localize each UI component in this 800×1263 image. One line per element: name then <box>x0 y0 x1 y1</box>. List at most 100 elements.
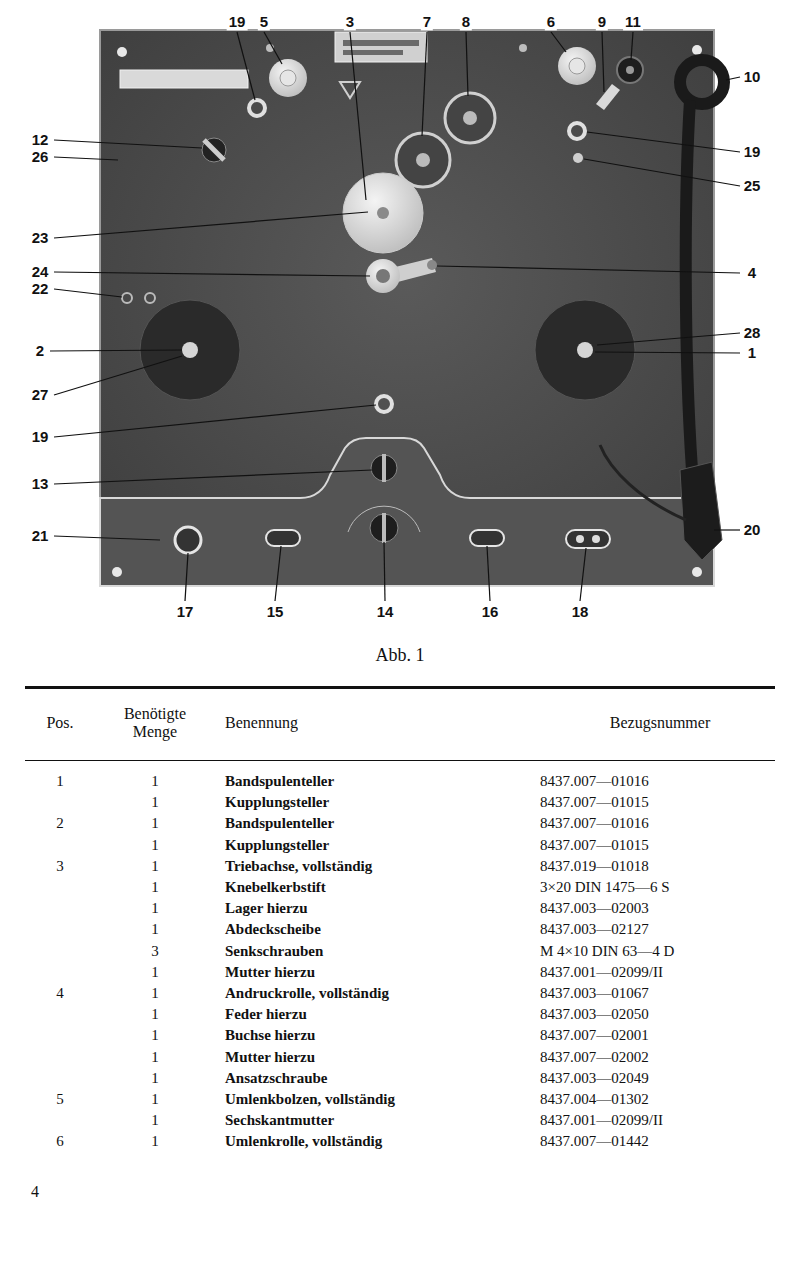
screw-hole <box>692 567 702 577</box>
reel-plate <box>535 300 635 400</box>
callout-number: 28 <box>742 324 763 341</box>
callout-number: 9 <box>596 13 608 30</box>
leader-line <box>602 32 604 92</box>
leader-line <box>264 32 282 64</box>
pinch-hub <box>376 269 390 283</box>
callout-number: 13 <box>30 475 51 492</box>
table-cell-number: 8437.001—02099/II <box>540 1113 663 1130</box>
wire <box>600 445 686 520</box>
table-cell-number: 8437.007—02002 <box>540 1049 649 1066</box>
callout-number: 16 <box>480 603 501 620</box>
figure-caption: Abb. 1 <box>376 645 425 666</box>
table-cell-name: Kupplungsteller <box>225 837 329 854</box>
table-cell-qty: 1 <box>151 858 159 875</box>
leader-line <box>422 32 427 136</box>
callout-number: 27 <box>30 386 51 403</box>
table-cell-name: Buchse hierzu <box>225 1028 315 1045</box>
guide-roller-top <box>569 58 585 74</box>
callout-number: 24 <box>30 263 51 280</box>
button <box>266 530 300 546</box>
table-cell-name: Andruckrolle, vollständig <box>225 985 389 1002</box>
table-cell-name: Abdeckscheibe <box>225 922 321 939</box>
callout-number: 17 <box>175 603 196 620</box>
table-cell-pos: 3 <box>56 858 64 875</box>
table-cell-name: Triebachse, vollständig <box>225 858 372 875</box>
guide-roller <box>558 47 596 85</box>
socket <box>175 527 201 553</box>
button <box>470 530 504 546</box>
screw <box>573 153 583 163</box>
leader-line <box>726 77 740 80</box>
table-cell-pos: 5 <box>56 1091 64 1108</box>
callout-number: 8 <box>460 13 472 30</box>
table-cell-qty: 1 <box>151 922 159 939</box>
callout-number: 14 <box>375 603 396 620</box>
callout-number: 15 <box>265 603 286 620</box>
page-number: 4 <box>31 1183 39 1201</box>
callout-number: 18 <box>570 603 591 620</box>
control-strip <box>100 438 714 586</box>
ring <box>569 123 585 139</box>
type-plate <box>335 32 427 62</box>
hole <box>145 293 155 303</box>
table-cell-name: Ansatzschraube <box>225 1070 328 1087</box>
table-cell-name: Feder hierzu <box>225 1007 307 1024</box>
callout-number: 22 <box>30 280 51 297</box>
table-header: Bezugsnummer <box>610 714 710 732</box>
table-header: Benennung <box>225 714 298 732</box>
leader-line <box>437 266 740 273</box>
leader-line <box>384 542 385 601</box>
table-cell-number: 8437.003—02050 <box>540 1007 649 1024</box>
callout-number: 3 <box>344 13 356 30</box>
callout-number: 23 <box>30 229 51 246</box>
leader-line <box>54 356 182 395</box>
callout-number: 26 <box>30 148 51 165</box>
leader-line <box>487 546 490 601</box>
guide-bolt <box>269 59 307 97</box>
table-cell-number: 8437.007—01015 <box>540 795 649 812</box>
table-cell-name: Bandspulenteller <box>225 773 334 790</box>
table-cell-qty: 1 <box>151 1113 159 1130</box>
leader-line <box>185 553 188 601</box>
callout-number: 7 <box>421 13 433 30</box>
leader-line <box>584 159 740 186</box>
table-cell-number: 8437.003—02049 <box>540 1070 649 1087</box>
leader-line <box>54 140 202 148</box>
callout-number: 1 <box>746 344 758 361</box>
table-cell-qty: 1 <box>151 901 159 918</box>
callout-number: 21 <box>30 527 51 544</box>
selector-knob <box>202 138 226 162</box>
reel-hub <box>182 342 198 358</box>
table-cell-name: Umlenkrolle, vollständig <box>225 1134 382 1151</box>
leader-line <box>54 536 160 540</box>
socket-pin <box>576 535 584 543</box>
callout-number: 25 <box>742 177 763 194</box>
callout-number: 19 <box>227 13 248 30</box>
table-cell-number: 8437.007—02001 <box>540 1028 649 1045</box>
name-plate <box>120 70 248 88</box>
table-cell-name: Sechskantmutter <box>225 1113 334 1130</box>
table-cell-pos: 6 <box>56 1134 64 1151</box>
double-socket <box>566 530 610 548</box>
screw-hole <box>112 567 122 577</box>
table-cell-number: 8437.007—01442 <box>540 1134 649 1151</box>
leader-line <box>54 405 376 437</box>
table-cell-number: 8437.007—01015 <box>540 837 649 854</box>
table-cell-number: 8437.007—01016 <box>540 773 649 790</box>
table-cell-qty: 1 <box>151 816 159 833</box>
pinch-roller <box>366 259 400 293</box>
leader-line <box>551 32 566 52</box>
knob <box>617 57 643 83</box>
table-cell-qty: 1 <box>151 773 159 790</box>
callout-number: 6 <box>545 13 557 30</box>
leader-line <box>54 157 118 160</box>
dial-arc <box>348 506 420 532</box>
table-cell-name: Senkschrauben <box>225 943 323 960</box>
plug <box>680 462 722 560</box>
table-cell-name: Bandspulenteller <box>225 816 334 833</box>
knob <box>371 455 397 481</box>
table-cell-number: 8437.003—02003 <box>540 901 649 918</box>
table-cell-qty: 1 <box>151 964 159 981</box>
